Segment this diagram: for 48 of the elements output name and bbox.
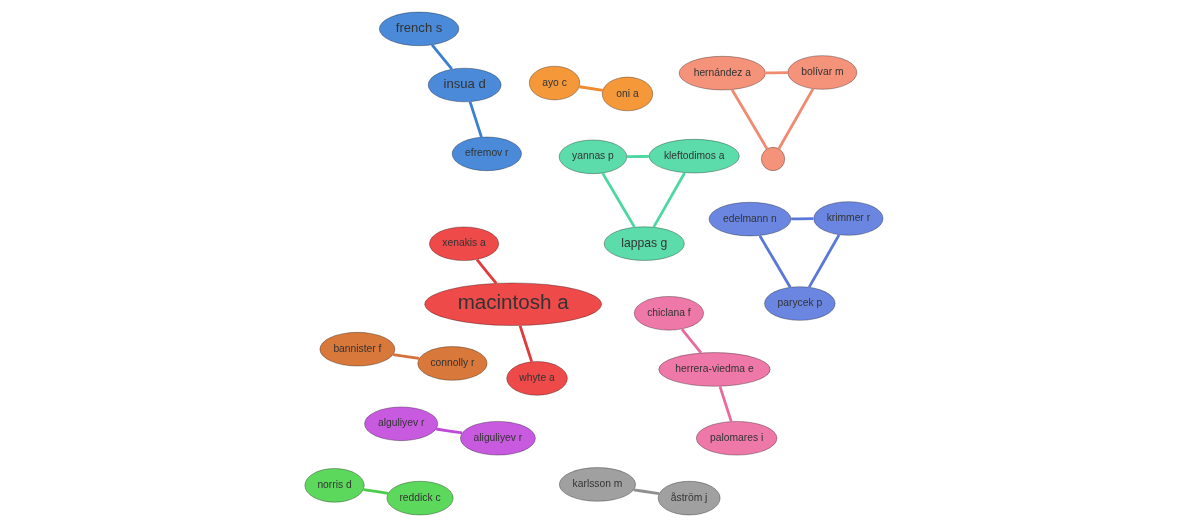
connector [430,43,453,71]
node-ellipse: insua d [427,67,502,103]
connector [633,488,659,495]
node-ellipse: whyte a [505,361,568,396]
connector [807,234,840,288]
node-ellipse: edelmann n [708,201,791,237]
node-ellipse: alguliyev r [363,406,438,442]
connector [790,217,813,221]
node-ellipse: palomares i [695,420,777,456]
connector [362,488,388,495]
node-ellipse: norris d [303,468,365,503]
connector [730,88,768,150]
node-ellipse: connolly r [416,346,488,381]
node-ellipse: karlsson m [558,467,636,502]
node-circle [760,146,785,172]
node-ellipse: reddick c [385,480,454,516]
node-ellipse: kleftodimos a [648,138,740,174]
node-ellipse: bolívar m [786,55,857,90]
connector [777,88,814,150]
connector [651,172,686,228]
connector [680,328,702,354]
node-ellipse: french s [378,11,459,47]
connector [758,235,791,288]
connector [475,258,497,285]
connector [392,353,419,360]
connector [718,386,733,422]
node-ellipse: hernández a [678,55,766,91]
node-ellipse: yannas p [558,139,627,175]
connector [435,427,462,435]
connector [468,101,483,138]
node-ellipse: efremov r [451,136,522,172]
node-ellipse: åström j [657,480,721,516]
connector [518,325,533,363]
node-ellipse: parycek p [763,286,836,321]
connector [600,172,636,228]
node-ellipse: krimmer r [812,201,884,236]
node-ellipse: chiclana f [633,295,704,331]
connector [578,85,603,92]
node-ellipse: ayo c [528,65,580,101]
node-ellipse: oni a [601,76,653,112]
node-ellipse: lappas g [603,226,685,261]
node-ellipse: aliguliyev r [459,420,536,456]
node-ellipse: xenakis a [428,226,499,262]
connector [626,155,649,158]
node-ellipse: bannister f [318,331,395,367]
node-ellipse: macintosh a [423,282,602,326]
connector [765,71,788,75]
node-ellipse: herrera-viedma e [657,352,771,387]
